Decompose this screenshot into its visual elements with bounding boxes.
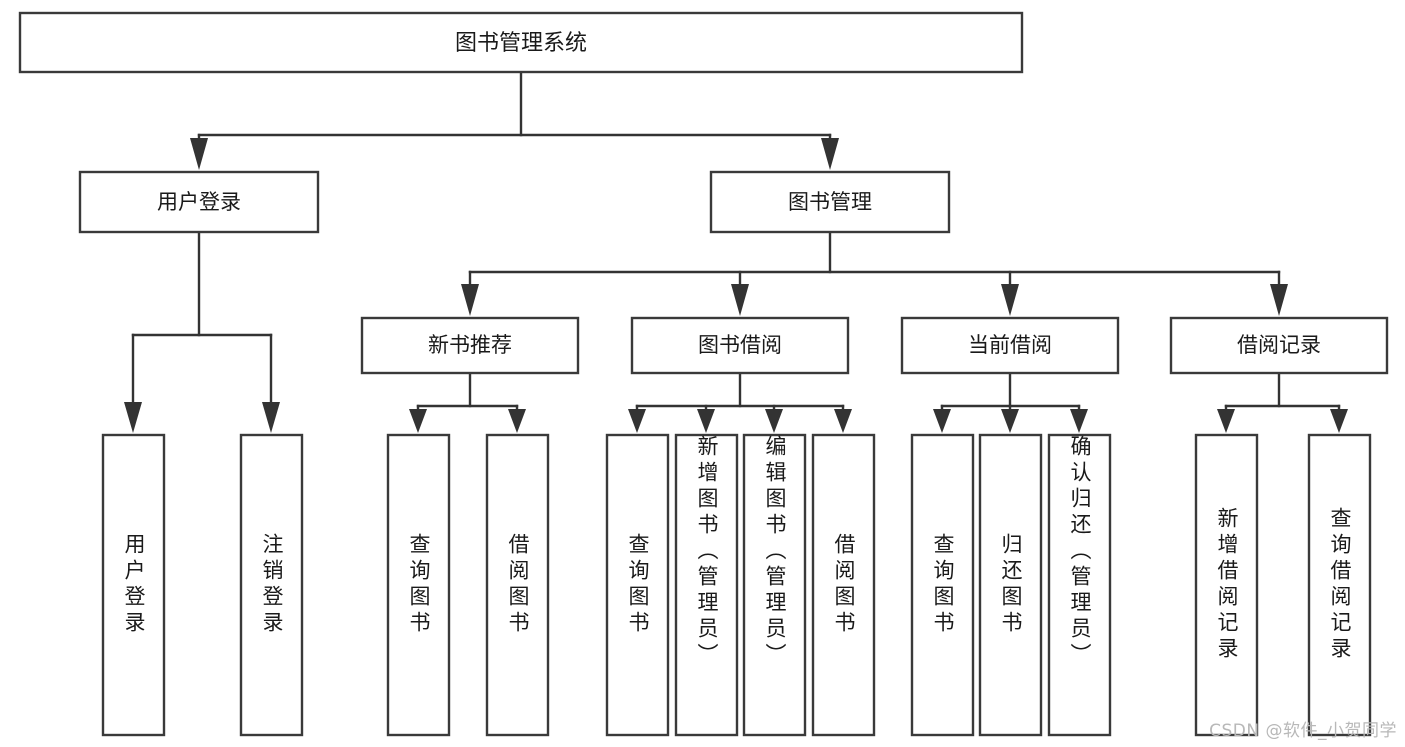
arrow-to-book-borrow bbox=[731, 284, 749, 316]
arrow-to-leaf-borrow-book-1 bbox=[508, 409, 526, 433]
leaf-boxes-layer bbox=[101, 433, 1372, 737]
node-leaf-edit-book[interactable] bbox=[742, 433, 807, 737]
node-leaf-query-book-3[interactable] bbox=[910, 433, 975, 737]
arrow-to-leaf-return-book bbox=[1001, 409, 1019, 433]
node-current-borrow[interactable]: 当前借阅 bbox=[900, 316, 1120, 375]
node-leaf-return-book[interactable] bbox=[978, 433, 1043, 737]
arrow-to-leaf-user-login bbox=[124, 402, 142, 433]
node-root[interactable]: 图书管理系统 bbox=[18, 11, 1024, 74]
node-borrow-record[interactable]: 借阅记录 bbox=[1169, 316, 1389, 375]
node-current-borrow-label: 当前借阅 bbox=[968, 333, 1052, 357]
watermark-text: CSDN @软件_小贺同学 bbox=[1209, 721, 1397, 741]
node-user-login-label: 用户登录 bbox=[157, 190, 241, 214]
node-borrow-record-label: 借阅记录 bbox=[1237, 333, 1321, 357]
node-leaf-query-book-1[interactable] bbox=[386, 433, 451, 737]
arrow-to-leaf-query-book-1 bbox=[409, 409, 427, 433]
node-leaf-user-login[interactable] bbox=[101, 433, 166, 737]
nodes-layer: 图书管理系统 用户登录 图书管理 新书推荐 图书借阅 bbox=[18, 11, 1389, 737]
node-leaf-add-record[interactable] bbox=[1194, 433, 1259, 737]
node-book-management[interactable]: 图书管理 bbox=[709, 170, 951, 234]
node-new-book-recommend-label: 新书推荐 bbox=[428, 333, 512, 357]
node-leaf-query-record[interactable] bbox=[1307, 433, 1372, 737]
arrow-to-leaf-borrow-book-2 bbox=[834, 409, 852, 433]
node-leaf-confirm-return[interactable] bbox=[1047, 433, 1112, 737]
node-user-login[interactable]: 用户登录 bbox=[78, 170, 320, 234]
arrow-to-leaf-confirm-return bbox=[1070, 409, 1088, 433]
node-new-book-recommend[interactable]: 新书推荐 bbox=[360, 316, 580, 375]
arrow-to-new-book-recommend bbox=[461, 284, 479, 316]
node-leaf-add-book[interactable] bbox=[674, 433, 739, 737]
arrow-to-user-login bbox=[190, 138, 208, 170]
arrow-to-leaf-query-book-3 bbox=[933, 409, 951, 433]
node-leaf-query-book-2[interactable] bbox=[605, 433, 670, 737]
node-leaf-logout[interactable] bbox=[239, 433, 304, 737]
arrow-to-borrow-record bbox=[1270, 284, 1288, 316]
arrow-to-current-borrow bbox=[1001, 284, 1019, 316]
arrow-to-book-management bbox=[821, 138, 839, 170]
arrow-to-leaf-query-record bbox=[1330, 409, 1348, 433]
node-book-borrow-label: 图书借阅 bbox=[698, 333, 782, 357]
node-book-borrow[interactable]: 图书借阅 bbox=[630, 316, 850, 375]
arrow-to-leaf-add-record bbox=[1217, 409, 1235, 433]
node-book-management-label: 图书管理 bbox=[788, 190, 872, 214]
arrow-to-leaf-logout bbox=[262, 402, 280, 433]
edges-layer bbox=[124, 70, 1348, 433]
node-leaf-borrow-book-1[interactable] bbox=[485, 433, 550, 737]
arrow-to-leaf-add-book bbox=[697, 409, 715, 433]
node-root-label: 图书管理系统 bbox=[455, 31, 587, 56]
arrow-to-leaf-edit-book bbox=[765, 409, 783, 433]
arrow-to-leaf-query-book-2 bbox=[628, 409, 646, 433]
node-leaf-borrow-book-2[interactable] bbox=[811, 433, 876, 737]
